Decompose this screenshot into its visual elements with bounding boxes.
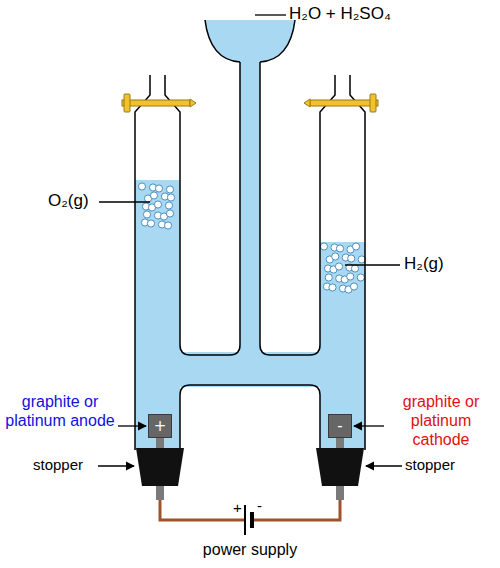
leader-arrow: [118, 425, 146, 426]
stopcock-handle: [310, 100, 378, 106]
gas-bubble: [154, 201, 161, 208]
stopcock-tip: [304, 99, 310, 107]
electrode-label: graphite or platinum anode: [4, 392, 116, 430]
gas-bubble: [351, 265, 358, 272]
stoppers: [136, 438, 364, 500]
gas-bubble: [348, 255, 355, 262]
electrode-label: graphite or platinum cathode: [386, 392, 496, 450]
leader-arrow: [366, 465, 402, 466]
stopcocks: [122, 94, 378, 112]
gas-bubble: [350, 283, 357, 290]
gas-bubble: [320, 243, 327, 250]
stopper-label: stopper: [405, 456, 455, 474]
gas-bubble: [357, 274, 364, 281]
stopper: [136, 448, 184, 486]
right-tube-liquid: [320, 242, 365, 450]
left-tube-liquid: [135, 180, 180, 450]
crossbar-bottom: [180, 385, 320, 450]
left-tube-outer: [135, 75, 150, 450]
reservoir-bowl: [205, 20, 295, 62]
leader-line: [255, 14, 286, 15]
crossbar-liquid: [178, 352, 322, 387]
gas-bubble: [329, 284, 336, 291]
gas-bubble: [165, 202, 172, 209]
polarity-sign: +: [154, 419, 167, 434]
electrolyte: [135, 20, 365, 450]
gas-label: H₂(g): [404, 254, 444, 274]
gas-bubble: [167, 194, 174, 201]
gas-bubble: [143, 211, 150, 218]
stem-liquid: [240, 55, 260, 360]
gas-bubble: [335, 263, 342, 270]
leader-arrow: [98, 465, 134, 466]
leader-arrow: [354, 425, 384, 426]
stopper-label: stopper: [33, 456, 83, 474]
stopcock-knob: [124, 94, 130, 112]
gas-bubble: [166, 186, 173, 193]
stopcock-handle: [122, 100, 190, 106]
gas-bubble: [332, 253, 339, 260]
gas-bubbles: [138, 183, 365, 293]
glass-outline: [135, 20, 365, 450]
electrode-plate: +: [148, 414, 172, 438]
polarity-sign: -: [337, 419, 342, 434]
gas-bubble: [166, 210, 173, 217]
power-supply-label: power supply: [175, 540, 325, 559]
gas-bubble: [155, 185, 162, 192]
right-tube-outer: [350, 75, 365, 450]
gas-bubble: [147, 220, 154, 227]
gas-bubble: [352, 243, 359, 250]
gas-bubble: [138, 183, 145, 190]
gas-label: O₂(g): [48, 191, 89, 211]
terminal-sign: +: [233, 499, 242, 517]
battery-short-plate: [250, 512, 254, 528]
gas-bubble: [325, 274, 332, 281]
leader-line: [345, 264, 400, 265]
terminal-sign: -: [257, 497, 262, 515]
stopper: [316, 448, 364, 486]
battery-long-plate: [244, 505, 246, 535]
leader-line: [99, 201, 150, 202]
solution-label: H₂O + H₂SO₄: [289, 4, 391, 24]
stopcock-tip: [190, 99, 196, 107]
gas-bubble: [336, 245, 343, 252]
gas-bubble: [164, 222, 171, 229]
leaders: [98, 15, 402, 466]
stopcock-knob: [370, 94, 376, 112]
electrode-plate: -: [328, 414, 352, 438]
gas-bubble: [347, 273, 354, 280]
gas-bubble: [150, 192, 157, 199]
